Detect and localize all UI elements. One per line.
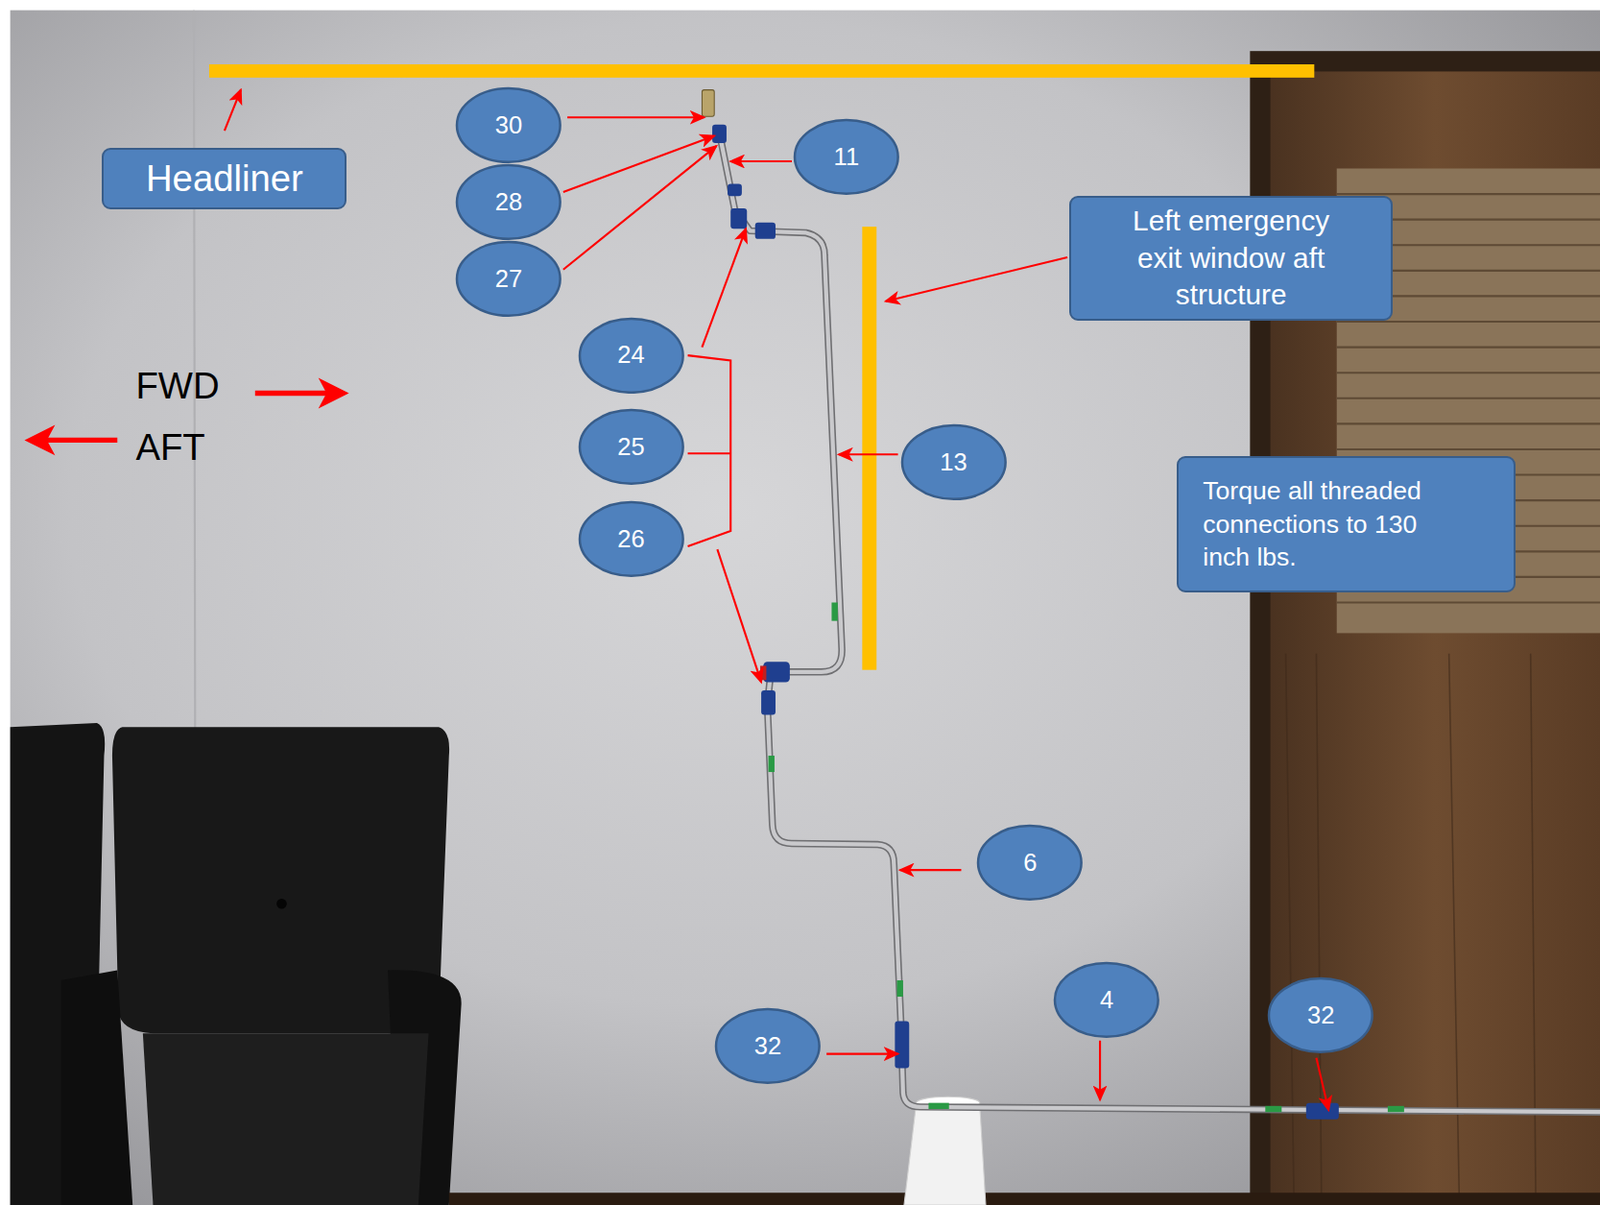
callout-ellipse	[978, 825, 1082, 900]
callout-number: 11	[834, 141, 860, 173]
box-text: Torque all threaded connections to 130 i…	[1202, 474, 1471, 574]
part-label-box: Left emergency exit window aft structure	[1069, 195, 1393, 321]
callout-number: 13	[939, 446, 967, 478]
tube-markings	[768, 602, 1405, 1113]
box-text: Headliner	[145, 154, 304, 203]
callout-number: 28	[495, 186, 523, 218]
direction-label: AFT	[135, 426, 205, 469]
callout-ellipse	[794, 119, 899, 194]
wall	[10, 10, 1600, 1205]
callout-number: 4	[1099, 983, 1114, 1016]
callout-number: 24	[617, 338, 645, 371]
part-label-box: Headliner	[101, 147, 347, 210]
callout-number: 32	[754, 1029, 782, 1062]
callout-number: 32	[714, 1006, 822, 1085]
callout-number: 26	[577, 500, 686, 578]
cup	[904, 1102, 986, 1205]
callout-ellipse	[579, 501, 684, 576]
callout-number: 11	[792, 118, 901, 196]
callout-number: 6	[1023, 846, 1037, 879]
note-box: Torque all threaded connections to 130 i…	[1176, 455, 1516, 592]
tube-assembly	[719, 132, 1600, 1112]
callout-number: 32	[1266, 976, 1375, 1054]
callout-ellipse	[716, 1008, 820, 1083]
box-text: Left emergency exit window aft structure	[1113, 202, 1349, 314]
table	[449, 1192, 1600, 1205]
callout-number: 6	[976, 823, 1084, 902]
callout-ellipse	[456, 241, 561, 316]
chair-button	[276, 898, 287, 909]
callout-number: 27	[495, 262, 523, 295]
callout-number: 28	[454, 163, 563, 241]
callout-number: 24	[577, 316, 686, 395]
callout-ellipse	[456, 88, 561, 163]
chair-seat	[143, 1032, 430, 1205]
direction-label: FWD	[135, 364, 219, 407]
callout-number: 30	[454, 86, 563, 165]
callout-number: 26	[617, 523, 645, 555]
callout-ellipse	[579, 318, 684, 393]
callout-ellipse	[579, 409, 684, 484]
callout-number: 25	[617, 430, 645, 463]
headliner-bar	[209, 64, 1314, 78]
callout-ellipse	[1268, 978, 1373, 1052]
callout-number: 30	[495, 109, 523, 142]
callout-ellipse	[1054, 962, 1159, 1037]
callout-ellipse	[456, 165, 561, 239]
callout-ellipse	[902, 425, 1006, 500]
callout-number: 4	[1052, 960, 1161, 1039]
callout-number: 13	[900, 423, 1008, 502]
chair-arm	[61, 969, 133, 1205]
callout-number: 25	[577, 407, 686, 486]
callout-number: 27	[454, 239, 563, 318]
callout-number: 32	[1307, 999, 1335, 1031]
window-structure-bar	[861, 226, 877, 670]
